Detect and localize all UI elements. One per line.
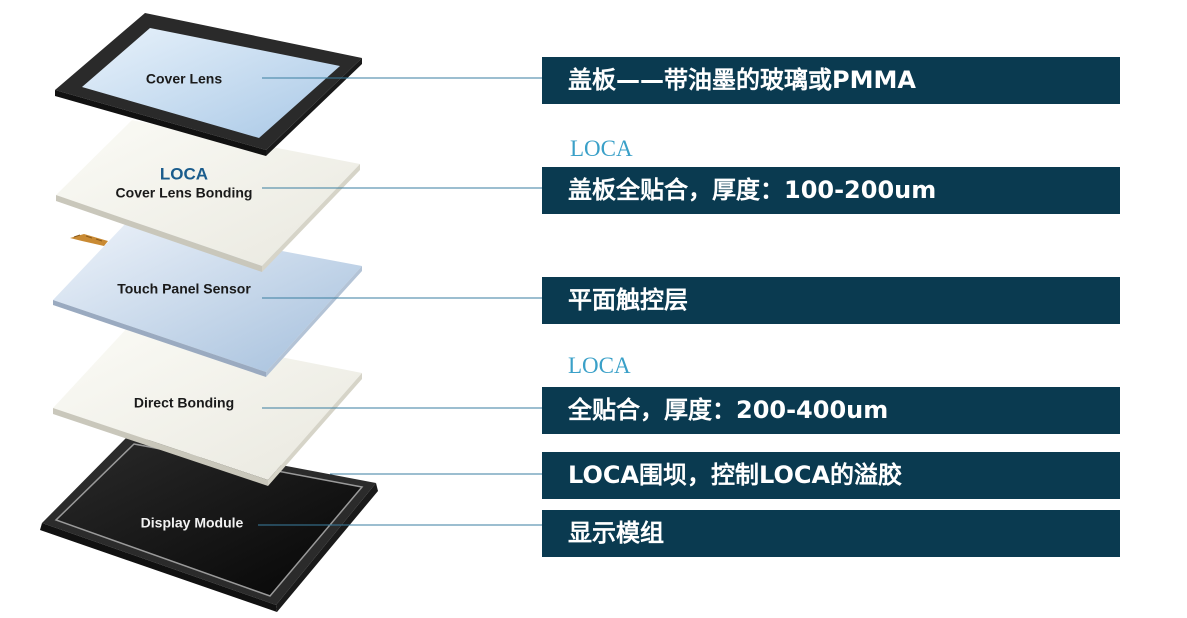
touch-panel-sensor-label: Touch Panel Sensor (117, 280, 251, 297)
description-bar-loca-dam: LOCA围坝，控制LOCA的溢胶 (542, 452, 1120, 499)
description-bar-direct-bonding: 全贴合，厚度：200-400um (542, 387, 1120, 434)
cover-lens-layer (55, 13, 362, 156)
display-module-label: Display Module (140, 514, 244, 531)
description-bar-cover-bonding: 盖板全贴合，厚度：100-200um (542, 167, 1120, 214)
cover-lens-label: Cover Lens (145, 70, 223, 87)
cover-lens-bonding-layer (56, 120, 360, 272)
description-bar-cover-lens: 盖板——带油墨的玻璃或PMMA (542, 57, 1120, 104)
loca-tag-cover-bonding: LOCA (570, 136, 633, 161)
loca-tag-direct-bonding: LOCA (568, 353, 631, 378)
leader-lines (258, 77, 542, 526)
cover-lens-bonding-label-group: LOCA Cover Lens Bonding (116, 164, 253, 201)
direct-bonding-layer (53, 327, 362, 486)
display-module-layer (40, 436, 378, 612)
touch-panel-sensor-layer (53, 222, 362, 377)
direct-bonding-label: Direct Bonding (133, 394, 235, 411)
description-bar-display-module: 显示模组 (542, 510, 1120, 557)
loca-accent-label: LOCA (159, 164, 209, 184)
cover-lens-bonding-label: Cover Lens Bonding (115, 184, 253, 201)
description-bar-touch-layer: 平面触控层 (542, 277, 1120, 324)
